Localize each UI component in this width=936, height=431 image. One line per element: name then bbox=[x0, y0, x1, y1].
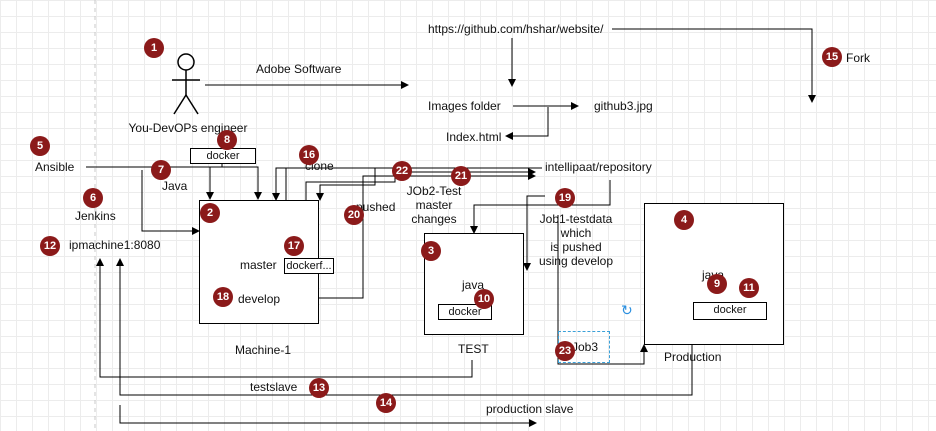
machine1-label: Machine-1 bbox=[235, 343, 292, 357]
testslave-label: testslave bbox=[250, 380, 298, 394]
develop-label: develop bbox=[238, 292, 281, 306]
badge-2: 2 bbox=[200, 203, 220, 223]
job2-label: JOb2-Test master changes bbox=[406, 184, 462, 226]
docker-tag-top[interactable]: docker bbox=[190, 148, 256, 164]
production-label: Production bbox=[664, 350, 722, 364]
fork-arrow bbox=[612, 28, 816, 103]
badge-1: 1 bbox=[144, 38, 164, 58]
badge-6: 6 bbox=[83, 188, 103, 208]
job3-arrow bbox=[557, 215, 648, 365]
badge-17: 17 bbox=[284, 236, 304, 256]
jenkins-arrow bbox=[141, 170, 200, 235]
job3-label: Job3 bbox=[572, 340, 599, 354]
badge-13: 13 bbox=[309, 378, 329, 398]
pushed-label: pushed bbox=[356, 200, 396, 214]
test-java-label: java bbox=[462, 278, 485, 292]
java-label: Java bbox=[162, 179, 188, 193]
prod-docker-tag[interactable]: docker bbox=[693, 302, 767, 320]
job1-arrow bbox=[523, 195, 545, 271]
badge-4: 4 bbox=[674, 210, 694, 230]
badge-9: 9 bbox=[707, 274, 727, 294]
prodslave-label: production slave bbox=[486, 402, 574, 416]
badge-22: 22 bbox=[392, 161, 412, 181]
test-docker-tag[interactable]: docker bbox=[438, 304, 492, 320]
badge-23: 23 bbox=[555, 341, 575, 361]
repo-label: intellipaat/repository bbox=[545, 160, 652, 174]
dockerfile-tag[interactable]: dockerf... bbox=[284, 258, 334, 274]
adobe-label: Adobe Software bbox=[256, 62, 342, 76]
badge-11: 11 bbox=[739, 278, 759, 298]
ansible-arrow bbox=[86, 166, 262, 200]
badge-15: 15 bbox=[822, 47, 842, 67]
index-label: Index.html bbox=[446, 130, 502, 144]
badge-19: 19 bbox=[555, 188, 575, 208]
master-push-arrow bbox=[305, 168, 536, 204]
badge-5: 5 bbox=[30, 136, 50, 156]
ansible-label: Ansible bbox=[35, 160, 75, 174]
repo-to-test-arrow bbox=[470, 180, 611, 234]
badge-7: 7 bbox=[151, 160, 171, 180]
fork-label: Fork bbox=[846, 51, 870, 65]
engineer-label: You-DevOPs engineer bbox=[128, 121, 248, 135]
badge-12: 12 bbox=[40, 236, 60, 256]
images-folder-label: Images folder bbox=[428, 99, 501, 113]
jenkins-label: Jenkins bbox=[75, 209, 116, 223]
badge-8: 8 bbox=[217, 130, 237, 150]
testslave-arrow bbox=[96, 258, 473, 378]
github3-label: github3.jpg bbox=[594, 99, 653, 113]
pushed-arrow bbox=[293, 172, 536, 299]
badge-21: 21 bbox=[451, 166, 471, 186]
master-label: master bbox=[240, 258, 277, 272]
badge-20: 20 bbox=[344, 205, 364, 225]
badge-16: 16 bbox=[299, 145, 319, 165]
stick-figure-icon bbox=[172, 53, 200, 115]
badge-18: 18 bbox=[213, 287, 233, 307]
badge-10: 10 bbox=[474, 289, 494, 309]
prodslave-arrow bbox=[116, 258, 693, 396]
badge-3: 3 bbox=[421, 241, 441, 261]
clone-arrow bbox=[285, 167, 376, 203]
job1-label: Job1-testdata which is pushed using deve… bbox=[538, 212, 614, 268]
bottom-return-arrow bbox=[119, 405, 537, 427]
test-label: TEST bbox=[458, 342, 489, 356]
ipmachine-label: ipmachine1:8080 bbox=[69, 238, 161, 252]
badge-14: 14 bbox=[376, 393, 396, 413]
url-label: https://github.com/hshar/website/ bbox=[428, 22, 604, 36]
refresh-icon[interactable]: ↻ bbox=[621, 302, 633, 318]
github3-to-index-arrow bbox=[505, 107, 549, 140]
